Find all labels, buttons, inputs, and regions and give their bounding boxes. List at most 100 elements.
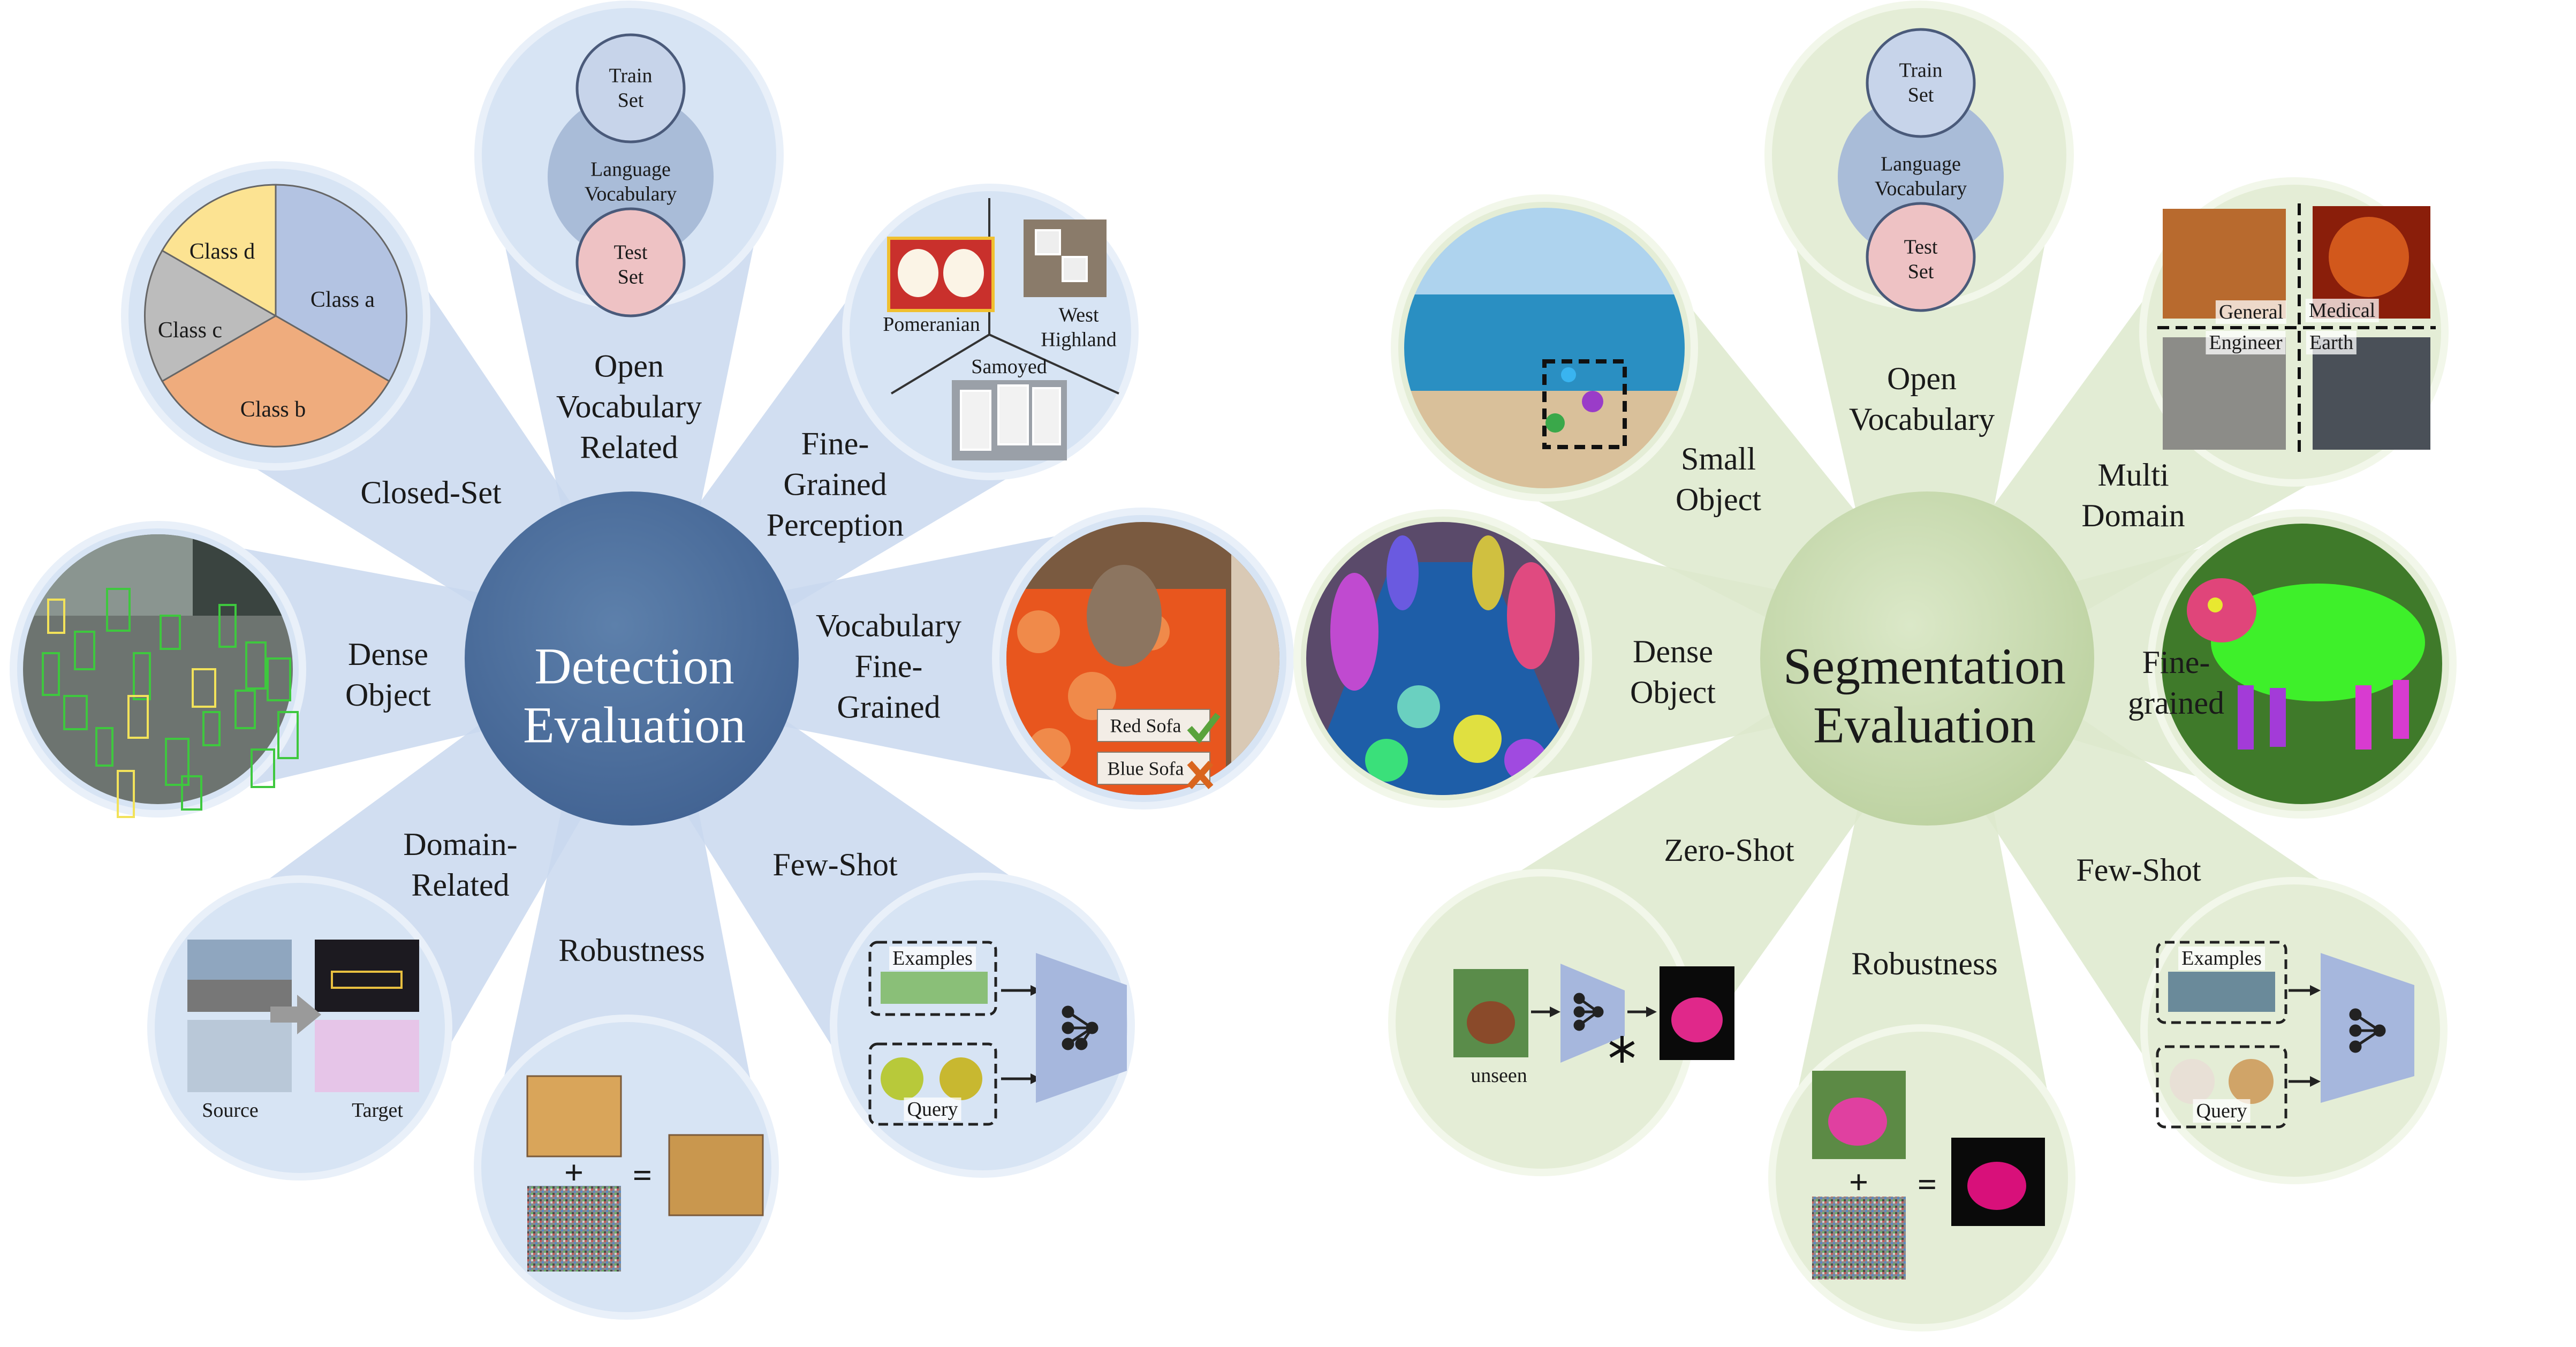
seg-robustness-label: Robustness — [1851, 945, 1998, 981]
label-line: Train — [1899, 59, 1943, 82]
detection-bbox — [218, 604, 237, 648]
detection-bbox — [47, 599, 65, 634]
arrowhead — [1550, 1007, 1560, 1017]
arrowhead — [1646, 1007, 1657, 1017]
venn-train-label: Train Set — [609, 64, 653, 112]
segmentation-hub-title: Segmentation Evaluation — [1783, 637, 2066, 755]
venn-test-circle — [575, 207, 686, 317]
query-box — [2156, 1045, 2287, 1129]
venn-language-circle — [548, 94, 714, 260]
detection-bbox — [234, 690, 256, 729]
label-line: Set — [617, 89, 644, 111]
dog-image — [1032, 387, 1061, 445]
horse-mask — [1671, 997, 1723, 1042]
label-line: Open — [1887, 360, 1957, 396]
snowflake-icon — [1609, 1036, 1635, 1063]
zero-shot-circle — [1388, 869, 1695, 1176]
detection-bbox — [117, 770, 135, 818]
detection-hub — [465, 491, 799, 826]
pie-slice-class-d — [161, 184, 277, 317]
seg-dense-object-label: Dense Object — [1630, 631, 1716, 713]
detection-bbox — [74, 631, 95, 670]
perturbed-puppy-image — [668, 1134, 764, 1216]
equals-sign: = — [1917, 1165, 1937, 1204]
multi-domain-label: Multi Domain — [2081, 455, 2185, 536]
label-line: Related — [580, 430, 678, 466]
venn-train-circle — [575, 33, 686, 143]
horse-mask — [1967, 1162, 2026, 1210]
label-line: Vocabulary — [556, 389, 702, 425]
label-line: Vocabulary — [584, 183, 677, 205]
blue-sofa-chip: Blue Sofa — [1107, 758, 1184, 780]
examples-label: Examples — [2178, 947, 2265, 970]
label-line: Train — [609, 64, 653, 87]
seg-mask — [1582, 391, 1603, 412]
label-line: Set — [1907, 84, 1934, 106]
hub-line: Evaluation — [1813, 697, 2036, 754]
detection-bbox — [106, 588, 131, 632]
target-label: Target — [352, 1099, 403, 1122]
detection-bbox — [127, 695, 149, 739]
pie-label-class-d: Class d — [189, 239, 255, 264]
label-line: Test — [613, 241, 648, 264]
cross-icon — [1187, 761, 1214, 789]
small-object-label: Small Object — [1676, 438, 1761, 520]
noise-image — [1812, 1197, 1906, 1280]
plus-sign: + — [1848, 1163, 1869, 1201]
crack-image — [2163, 337, 2286, 450]
red-sofa-chip-bg — [1097, 709, 1210, 742]
vocab-fine-grained-label: Vocabulary Fine- Grained — [816, 606, 961, 728]
noise-image — [527, 1186, 621, 1272]
hub-line: Segmentation — [1783, 637, 2066, 695]
label-line: Vocabulary — [1874, 177, 1967, 200]
zero-shot-label: Zero-Shot — [1664, 832, 1794, 868]
label-line: Object — [1630, 675, 1716, 710]
retina-disc — [2329, 217, 2409, 297]
fine-grained-perception-label: Fine- Grained Perception — [767, 423, 904, 546]
label-line: Vocabulary — [1848, 402, 1995, 437]
red-sofa-chip: Red Sofa — [1110, 715, 1181, 737]
seg-open-vocab-label: Open Vocabulary — [1849, 358, 1995, 440]
breed-label-west-highland: West Highland — [1041, 303, 1116, 352]
example-image — [2168, 972, 2275, 1012]
connector — [2289, 989, 2313, 1083]
label-line: Perception — [766, 508, 904, 543]
detection-bbox — [160, 615, 181, 650]
small-object-box — [1542, 359, 1627, 449]
divider-line — [989, 334, 1119, 395]
dog-image — [1062, 256, 1088, 282]
dog-image — [1035, 229, 1061, 255]
table-photo — [1306, 522, 1579, 795]
bird-image — [940, 1057, 982, 1100]
label-line: Domain — [2081, 498, 2185, 533]
network-icon — [1062, 1005, 1098, 1050]
example-image — [881, 972, 988, 1004]
pie-slice-class-a — [275, 184, 408, 383]
detection-bbox — [202, 711, 221, 746]
label-line: Set — [617, 266, 644, 288]
venn-train-label: Train Set — [1899, 58, 1943, 107]
dog-image — [997, 384, 1029, 445]
dog-image — [898, 249, 938, 297]
label-line: Object — [1676, 482, 1761, 517]
examples-label: Examples — [889, 947, 976, 970]
detection-bbox — [192, 668, 216, 708]
target-style-image — [315, 1020, 419, 1092]
label-line: Dense — [348, 636, 428, 672]
divider-line — [890, 334, 990, 395]
dog-image — [2170, 1059, 2215, 1104]
pie-label-class-b: Class b — [240, 397, 306, 422]
detection-bbox — [42, 652, 60, 696]
seg-fine-grained-label: Fine- grained — [2128, 642, 2224, 723]
detection-bbox — [165, 738, 190, 786]
pie-label-class-c: Class c — [157, 317, 223, 343]
connector — [1001, 989, 1036, 1080]
seg-few-shot-label: Few-Shot — [2076, 852, 2201, 888]
target-night-image — [315, 940, 419, 1012]
examples-box — [868, 941, 997, 1016]
source-label: Source — [202, 1099, 259, 1122]
label-line: Language — [590, 158, 671, 181]
bird-image — [881, 1057, 923, 1100]
detection-bbox — [181, 775, 202, 811]
